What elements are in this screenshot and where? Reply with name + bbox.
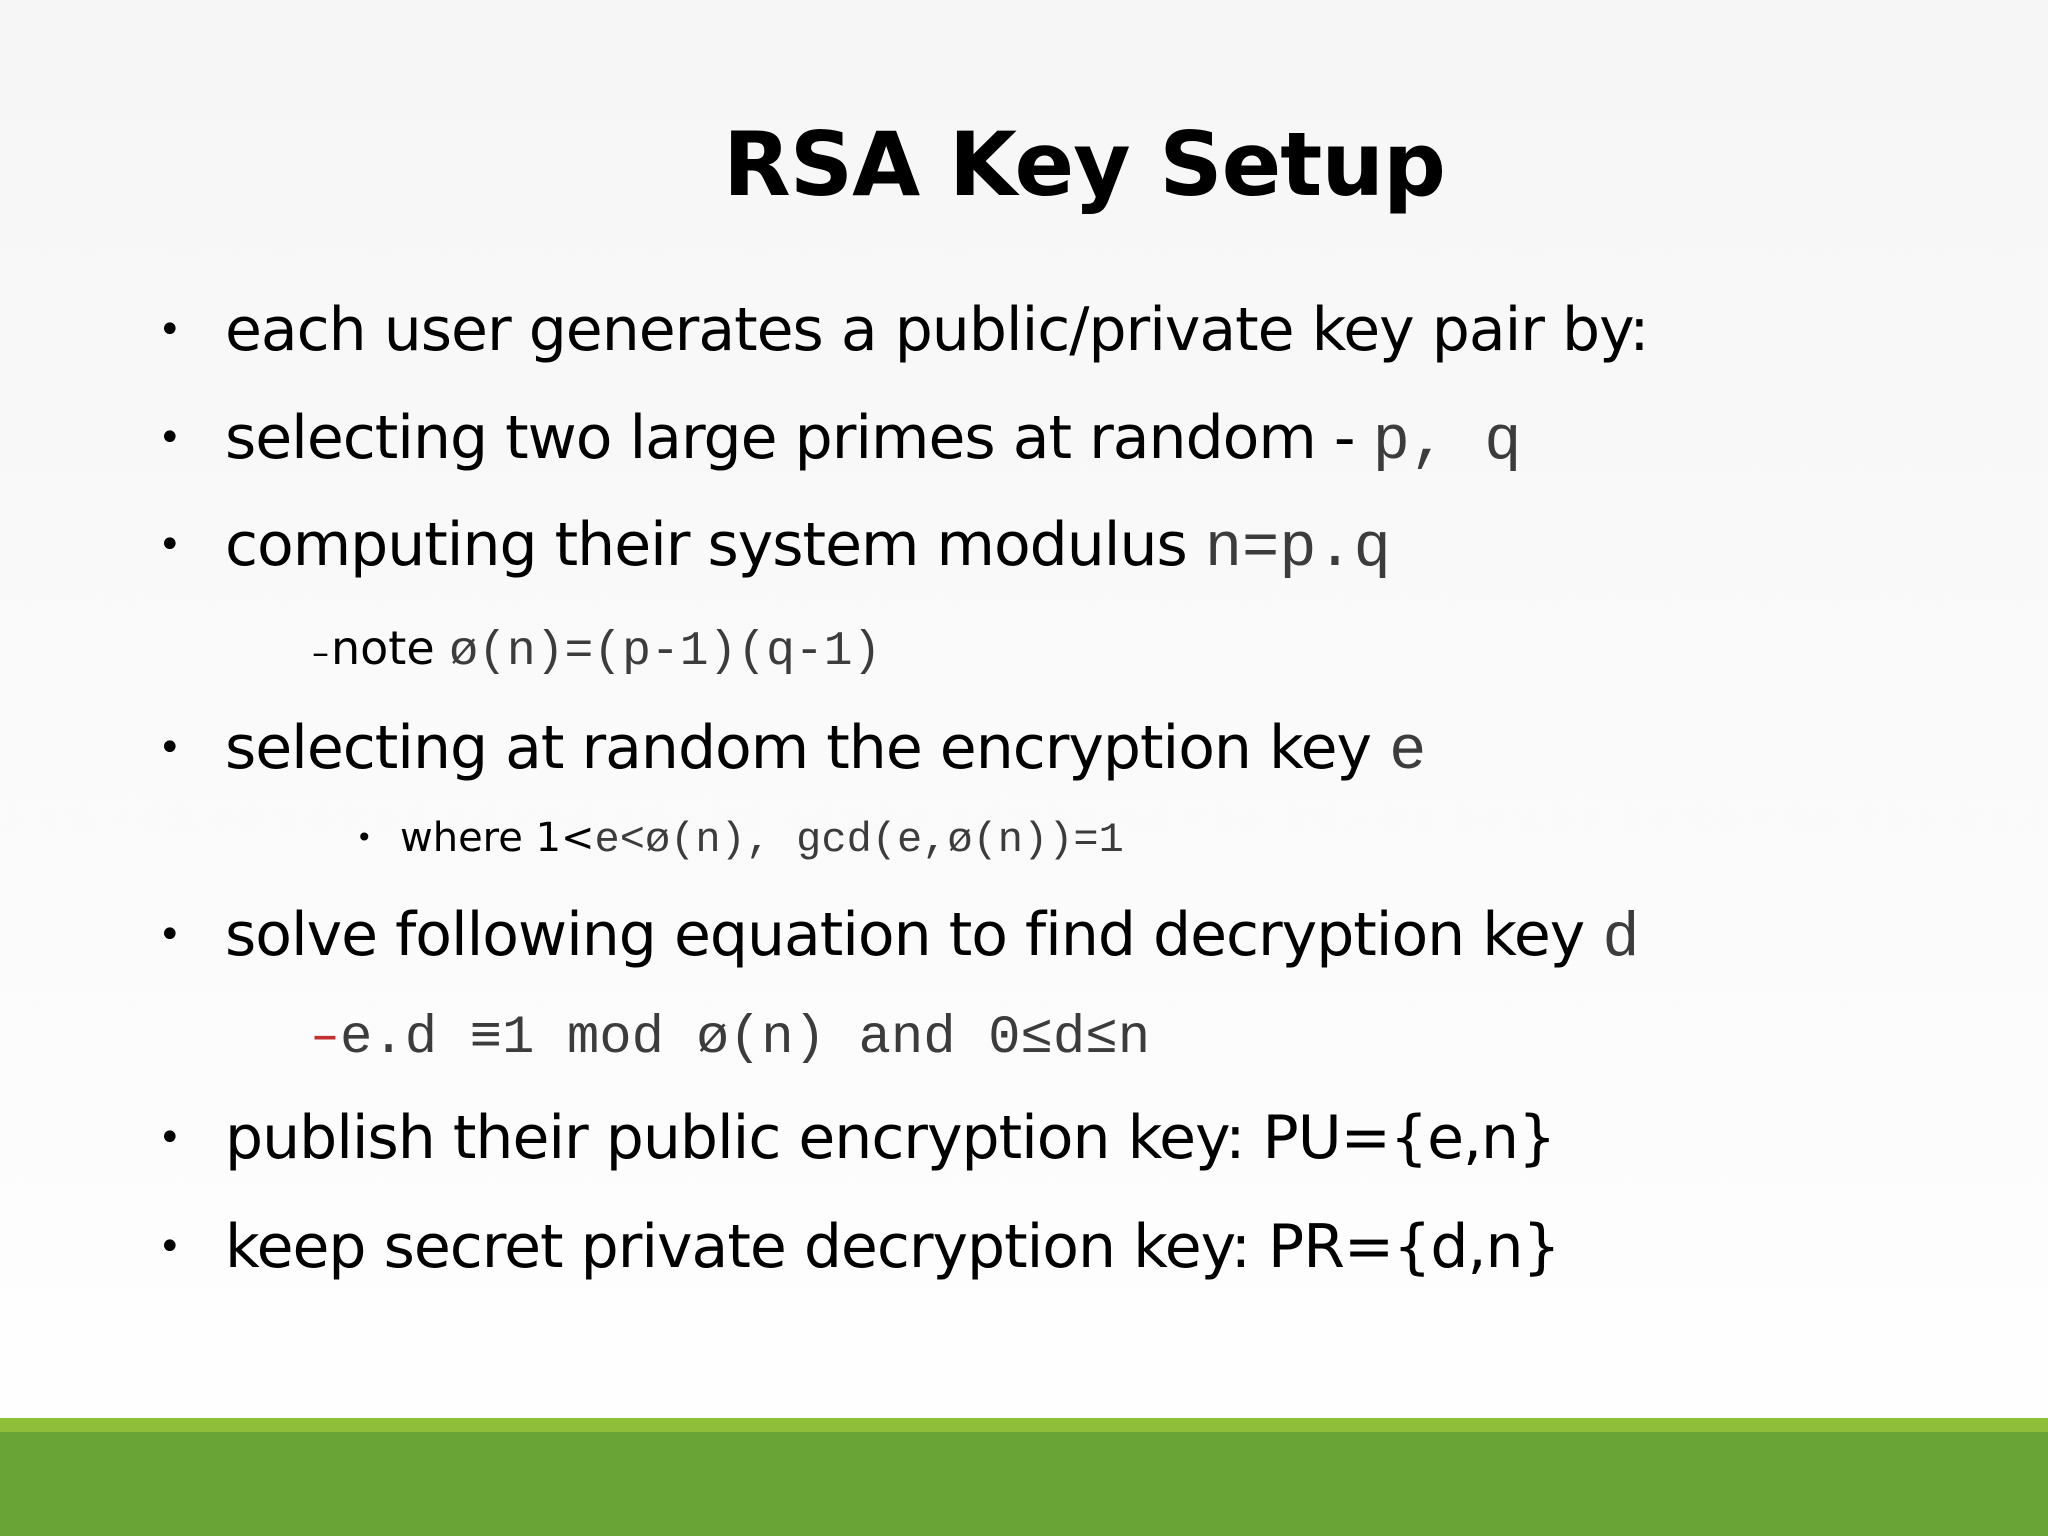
bullet-text: solve following equation to find decrypt…: [225, 900, 1640, 974]
bullet-text: computing their system modulus n=p.q: [225, 510, 1391, 584]
bullet-marker: •: [158, 307, 182, 353]
dash-marker: –: [312, 633, 329, 673]
bullet-marker: •: [356, 821, 373, 854]
bullet-text: keep secret private decryption key: PR={…: [225, 1212, 1561, 1282]
dash-marker: –: [312, 1005, 338, 1065]
footer-stripe: [0, 1418, 2048, 1432]
bullet-marker: •: [158, 725, 182, 771]
code-span: e: [1389, 716, 1427, 787]
equation-code: e.d ≡1 mod ø(n) and 0≤d≤n: [340, 1008, 1151, 1069]
code-span: n=p.q: [1204, 513, 1391, 584]
bullet-marker: •: [158, 912, 182, 958]
bullet-text: each user generates a public/private key…: [225, 295, 1649, 365]
sub-text: note: [331, 621, 450, 675]
code-span: p, q: [1372, 406, 1522, 477]
code-span: ø(n)=(p-1)(q-1): [449, 625, 882, 679]
footer-bar: [0, 1432, 2048, 1536]
sub-sub-text: where 1<e<ø(n), gcd(e,ø(n))=1: [400, 815, 1124, 864]
bullet-marker: •: [158, 1115, 182, 1161]
sub-item: –note ø(n)=(p-1)(q-1): [312, 618, 881, 683]
bullet-marker: •: [158, 1224, 182, 1270]
code-span: d: [1602, 903, 1640, 974]
bullet-text: selecting two large primes at random - p…: [225, 403, 1522, 477]
code-span: e<ø(n), gcd(e,ø(n))=1: [594, 816, 1124, 864]
bullet-text: selecting at random the encryption key e: [225, 713, 1427, 787]
bullet-marker: •: [158, 522, 182, 568]
slide-title: RSA Key Setup: [723, 113, 1446, 216]
bullet-marker: •: [158, 415, 182, 461]
sub-item: –e.d ≡1 mod ø(n) and 0≤d≤n: [312, 1000, 1150, 1074]
bullet-text: publish their public encryption key: PU=…: [225, 1103, 1556, 1173]
